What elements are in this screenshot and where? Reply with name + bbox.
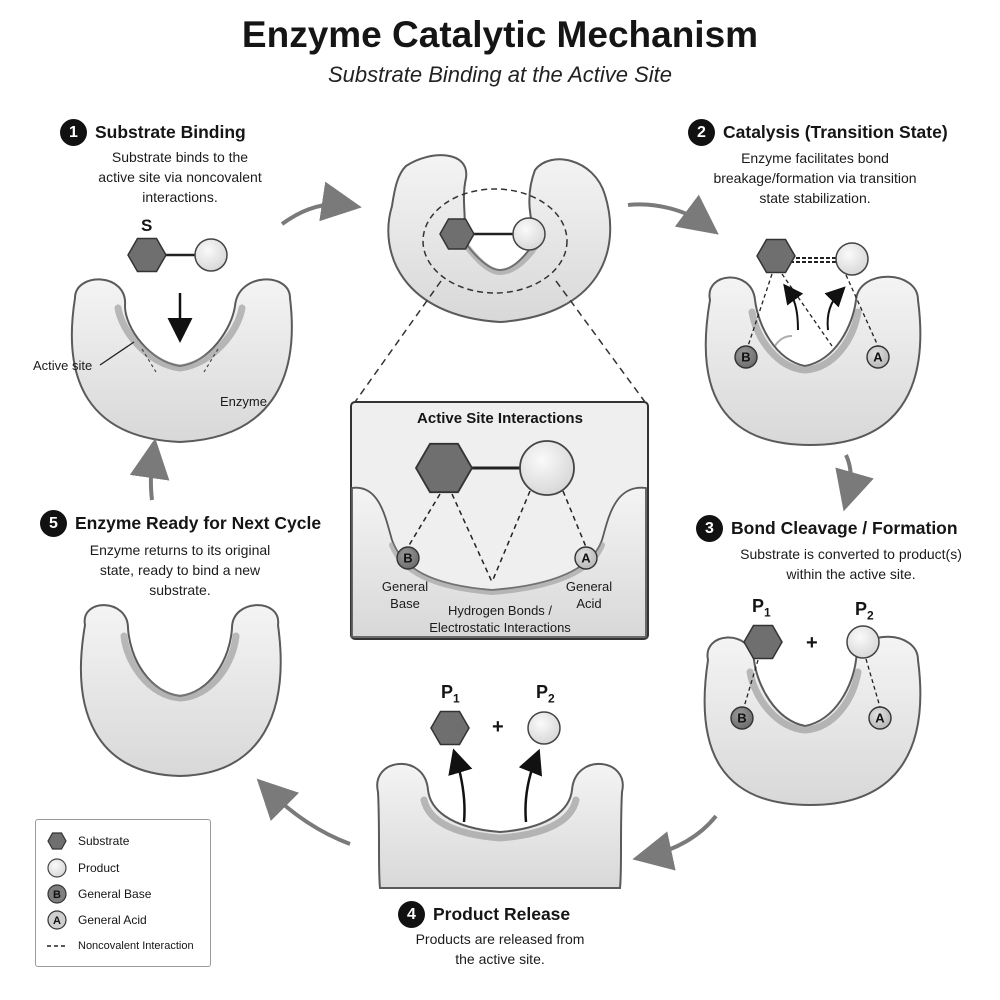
step-2-base-marker: B: [741, 350, 750, 365]
step-3-p1-label: P1: [752, 596, 771, 620]
step-4-p1-label: P1: [441, 682, 460, 706]
step-3-base-marker: B: [737, 711, 746, 726]
step-5-description: Enzyme returns to its original state, re…: [89, 542, 271, 598]
step-2-heading: 2 Catalysis (Transition State): [688, 119, 948, 146]
enzyme-step-4: [376, 710, 624, 889]
acid-marker-icon: A: [47, 910, 67, 930]
step-4-p2-label: P2: [536, 682, 555, 706]
legend-item-general-acid: A General Acid: [46, 909, 147, 931]
step-1-heading: 1 Substrate Binding: [60, 119, 246, 146]
enzyme-step-3: B A: [703, 624, 922, 807]
cycle-arrows: [129, 181, 874, 871]
step-3-heading: 3 Bond Cleavage / Formation: [696, 515, 958, 542]
step-1-title: Substrate Binding: [95, 122, 246, 142]
arrow-2-to-3: [627, 194, 719, 235]
step-2-description: Enzyme facilitates bond breakage/formati…: [713, 150, 917, 206]
enzyme-step-2: B A: [704, 238, 922, 447]
inset-panel: B A: [350, 401, 649, 640]
legend-item-substrate: Substrate: [46, 830, 129, 852]
substrate-step-1: [127, 237, 228, 343]
step-4-description: Products are released from the active si…: [415, 931, 585, 967]
general-acid-label: General Acid: [565, 579, 613, 611]
step-3-number: 3: [696, 515, 723, 542]
inset-title: Active Site Interactions: [417, 410, 583, 427]
enzyme-zoom: [354, 154, 646, 403]
svg-text:A: A: [53, 915, 61, 927]
arrow-4-to-5: [632, 814, 718, 871]
step-3-acid-marker: A: [875, 711, 885, 726]
enzyme-step-5: [79, 604, 282, 778]
dashed-line-icon: [47, 945, 67, 947]
inset-acid-marker: A: [581, 551, 591, 566]
step-2-number: 2: [688, 119, 715, 146]
page-title: Enzyme Catalytic Mechanism: [241, 14, 759, 55]
interaction-label: Hydrogen Bonds / Electrostatic Interacti…: [429, 603, 571, 635]
general-base-label: General Base: [381, 579, 429, 611]
step-5-heading: 5 Enzyme Ready for Next Cycle: [40, 510, 321, 537]
substrate-label: S: [141, 216, 153, 235]
circle-icon: [47, 858, 67, 878]
step-5-title: Enzyme Ready for Next Cycle: [75, 513, 322, 533]
step-4-number: 4: [398, 901, 425, 928]
step-4-title: Product Release: [433, 904, 571, 924]
step-3-plus: +: [806, 632, 818, 654]
arrow-5-to-1: [256, 778, 351, 846]
hexagon-icon: [47, 832, 67, 850]
legend: Substrate Product B General Base A Gener…: [35, 819, 211, 967]
arrow-3-to-4: [835, 454, 874, 512]
step-2-title: Catalysis (Transition State): [723, 122, 948, 142]
step-1-description: Substrate binds to the active site via n…: [98, 149, 262, 205]
step-3-description: Substrate is converted to product(s) wit…: [740, 546, 962, 582]
enzyme-label: Enzyme: [220, 394, 267, 409]
arrow-1-to-2: [280, 181, 362, 226]
legend-item-general-base: B General Base: [46, 883, 151, 905]
step-5-number: 5: [40, 510, 67, 537]
step-1-number: 1: [60, 119, 87, 146]
enzyme-step-1: [70, 278, 293, 444]
step-3-p2-label: P2: [855, 599, 874, 623]
active-site-label: Active site: [33, 358, 93, 373]
inset-base-marker: B: [403, 551, 412, 566]
step-2-acid-marker: A: [873, 350, 883, 365]
svg-text:B: B: [53, 889, 61, 901]
step-4-plus: +: [492, 716, 504, 738]
legend-item-noncovalent: Noncovalent Interaction: [46, 935, 194, 957]
step-4-heading: 4 Product Release: [398, 901, 570, 928]
arrow-loop-up: [129, 438, 170, 501]
base-marker-icon: B: [47, 884, 67, 904]
step-3-title: Bond Cleavage / Formation: [731, 518, 958, 538]
page-subtitle: Substrate Binding at the Active Site: [327, 62, 673, 87]
legend-item-product: Product: [46, 857, 119, 879]
